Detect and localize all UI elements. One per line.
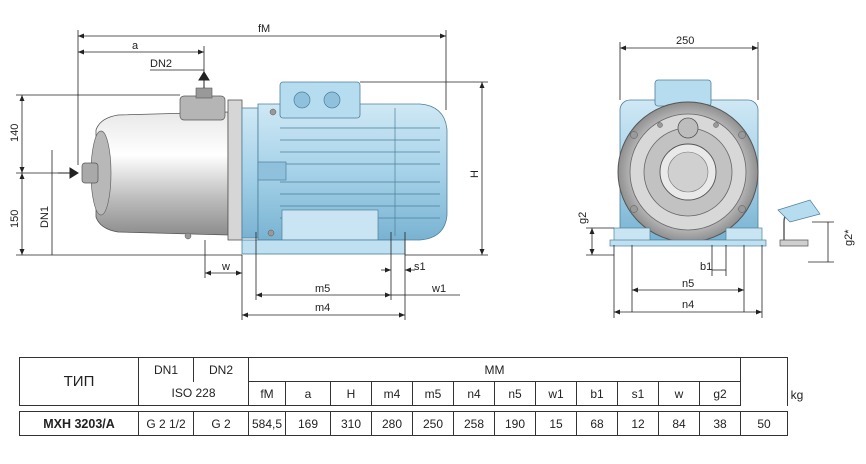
dn1-header: DN1 [138,357,194,382]
motor-flange [241,107,259,239]
value-cell: 68 [576,411,618,436]
kg-spacer [740,357,788,406]
col-header: m4 [371,381,413,406]
value-cell: 12 [617,411,659,436]
label-a: a [132,40,139,52]
col-header: w [658,381,700,406]
col-header: w1 [535,381,577,406]
col-header: a [285,381,331,406]
label-s1: s1 [414,261,426,273]
pump-drawing: fM a DN2 140 150 DN1 H w s1 w1 m5 m4 [9,23,855,320]
spec-table-data: MXH 3203/A G 2 1/2 G 2 584,5 169 310 280… [19,411,788,436]
label-140: 140 [9,124,21,142]
coupling [257,161,287,181]
iso-header: ISO 228 [138,381,249,406]
col-header: fM [248,381,286,406]
col-header: n4 [453,381,495,406]
col-header: s1 [617,381,659,406]
label-fM: fM [258,23,270,35]
base-plate [241,239,406,255]
front-base [609,239,767,247]
label-250: 250 [676,35,694,47]
inlet-arrow-icon [58,167,79,179]
label-150: 150 [9,210,21,228]
label-DN1: DN1 [39,206,51,228]
cable-gland-icon [293,91,311,109]
label-n4: n4 [682,299,694,311]
label-m5: m5 [315,283,330,295]
value-cell: 38 [699,411,741,436]
outlet-arrow-icon [198,71,210,88]
col-header: n5 [494,381,536,406]
label-g2-star: g2* [843,229,855,246]
spec-table: ТИП DN1 DN2 MM ISO 228 fM a H m4 m5 n4 n… [19,357,788,406]
label-H: H [469,170,481,178]
outlet-front [677,117,699,139]
pump-body [95,111,229,236]
col-header: b1 [576,381,618,406]
kg-cell: 50 [740,411,788,436]
value-cell: 84 [658,411,700,436]
label-m4: m4 [315,302,330,314]
label-DN2: DN2 [150,58,172,70]
tip-header: ТИП [19,357,139,406]
front-view: 250 g2 g2* b1 n5 n4 [577,35,855,318]
value-cell: 15 [535,411,577,436]
model-cell: MXH 3203/A [19,411,139,436]
label-b1: b1 [700,261,712,273]
value-cell: 584,5 [248,411,286,436]
dn2-cell: G 2 [193,411,249,436]
mm-header: MM [248,357,741,382]
col-header: H [330,381,372,406]
value-cell: 258 [453,411,495,436]
cable-gland-icon [323,91,341,109]
label-g2: g2 [577,212,589,224]
value-cell: 280 [371,411,413,436]
value-cell: 169 [285,411,331,436]
label-n5: n5 [682,278,694,290]
label-w1: w1 [431,283,446,295]
col-header: g2 [699,381,741,406]
value-cell: 190 [494,411,536,436]
terminal-box [279,81,361,119]
outlet-port [179,95,226,121]
motor-feet [281,209,379,241]
inlet-port [81,162,99,184]
foot-detail [777,199,821,247]
flange-plate [227,99,243,241]
kg-header: kg [790,388,804,402]
value-cell: 250 [412,411,454,436]
value-cell: 310 [330,411,372,436]
dn2-header: DN2 [193,357,249,382]
label-w: w [221,261,230,273]
side-view: fM a DN2 140 150 DN1 H w s1 w1 m5 m4 [9,23,488,320]
col-header: m5 [412,381,454,406]
dn1-cell: G 2 1/2 [138,411,194,436]
